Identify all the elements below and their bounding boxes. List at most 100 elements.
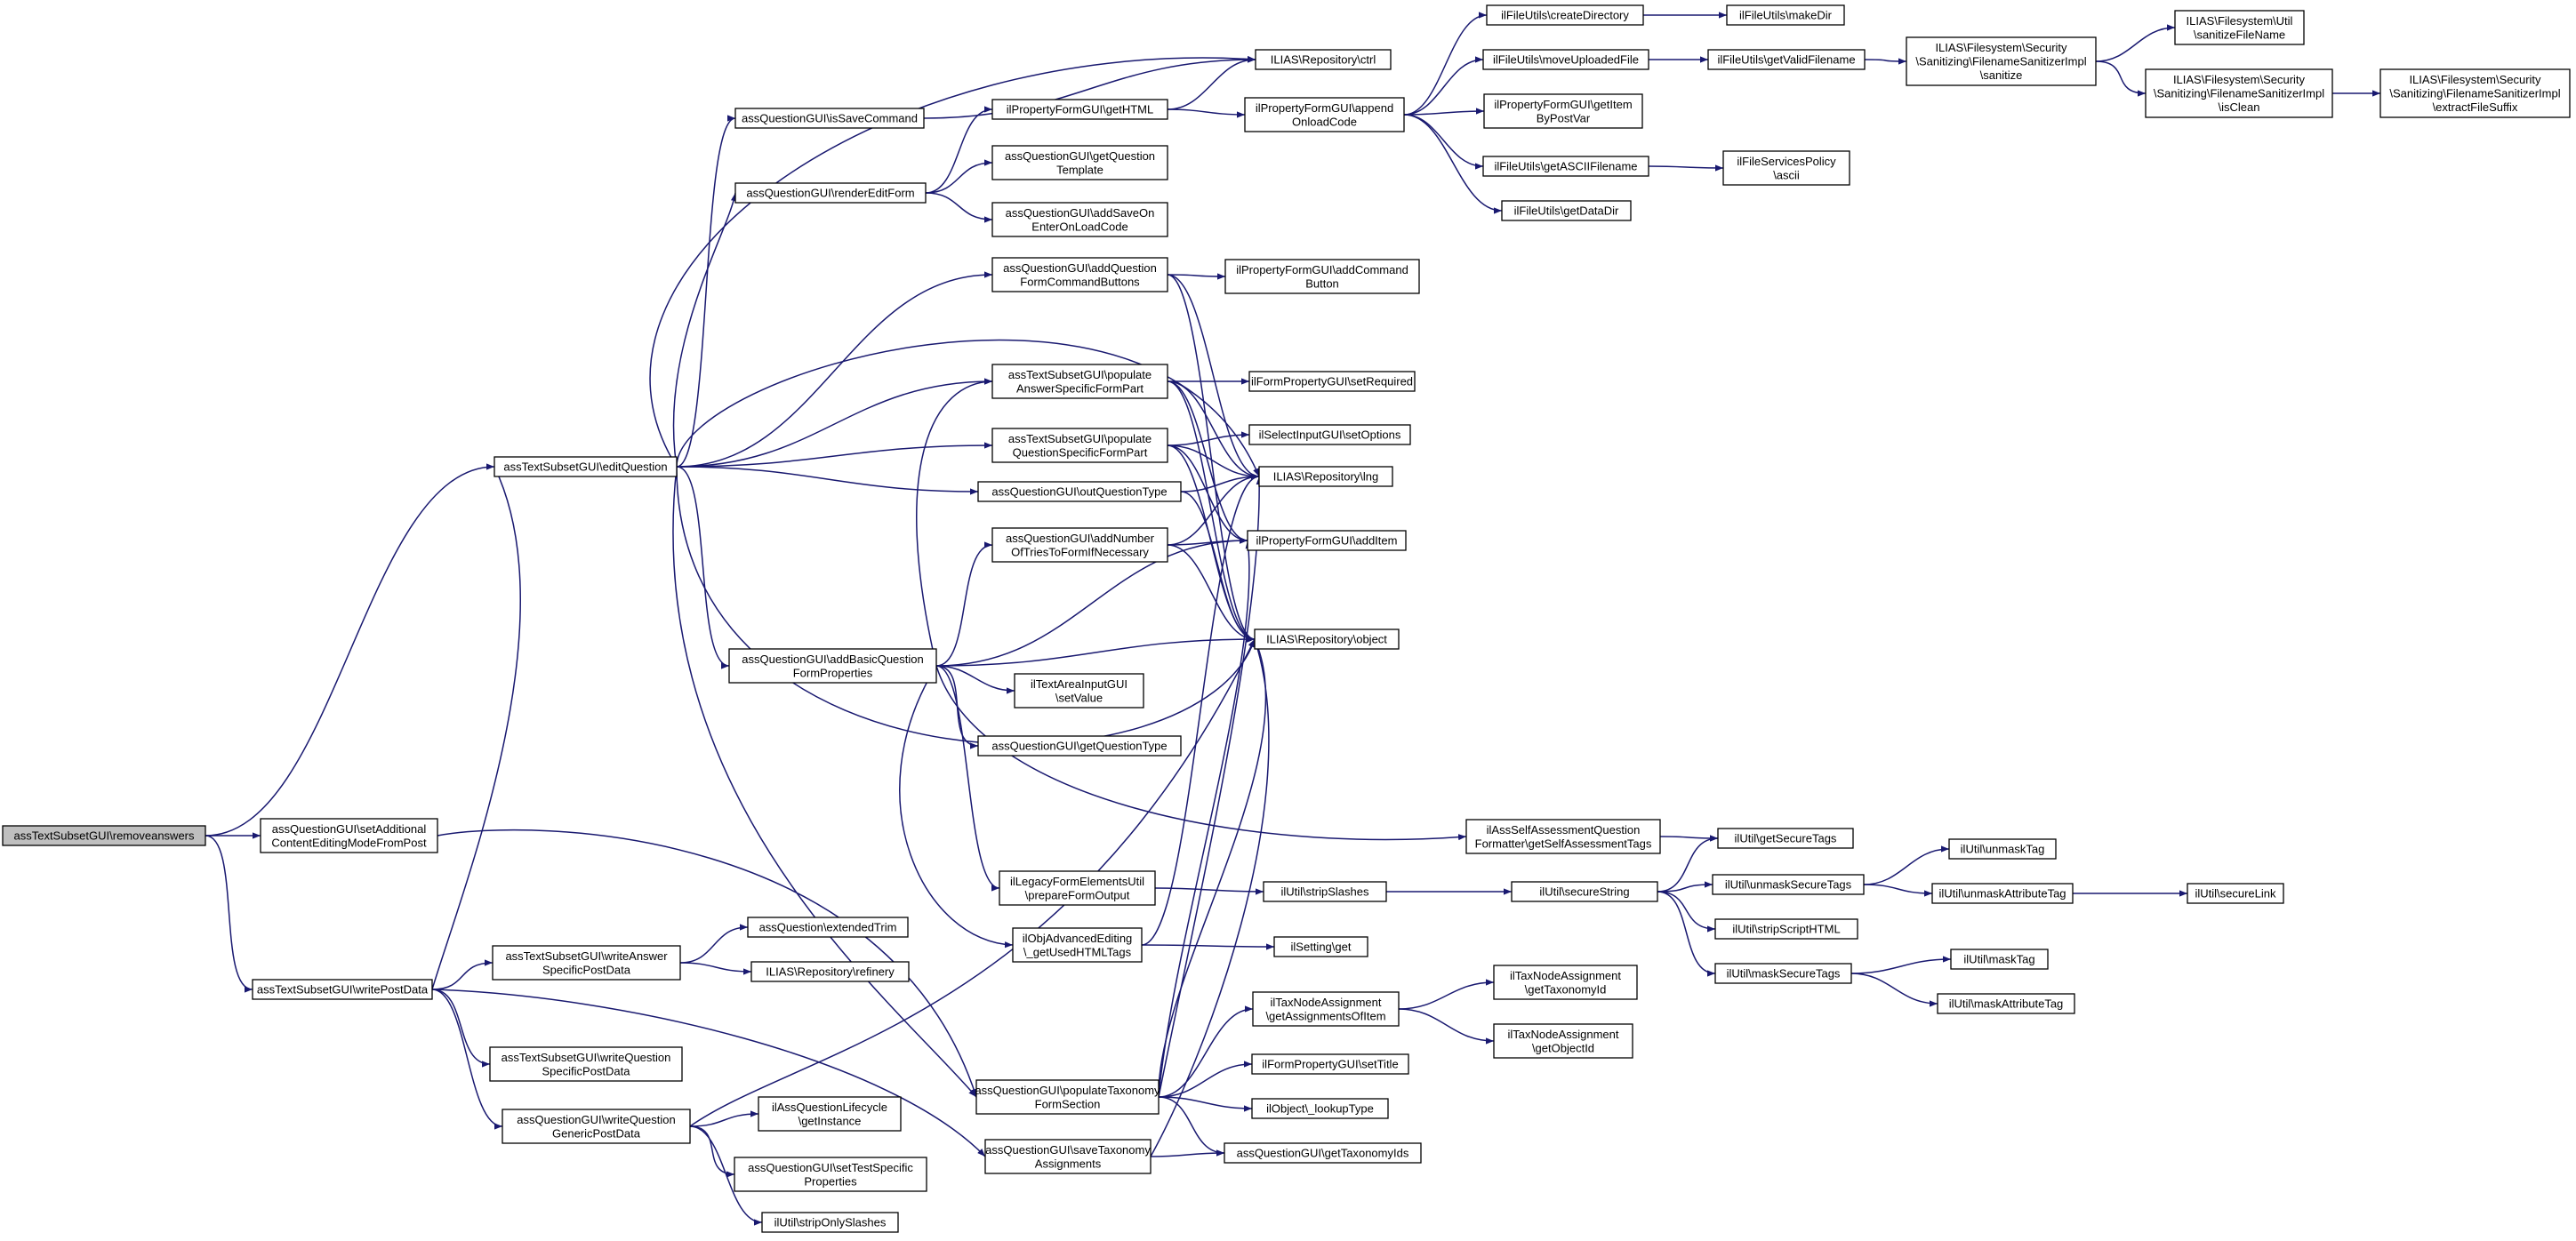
function-node-obj-advanced[interactable]: ilObjAdvancedEditing\_getUsedHTMLTags: [1012, 927, 1143, 963]
function-node-get-assignments-of-item[interactable]: ilTaxNodeAssignment\getAssignmentsOfItem: [1252, 991, 1400, 1027]
function-node-sanitize-file-name[interactable]: ILIAS\Filesystem\Util\sanitizeFileName: [2174, 10, 2305, 45]
function-node-get-taxonomy-id[interactable]: ilTaxNodeAssignment\getTaxonomyId: [1493, 965, 1638, 1000]
function-node-legacy-prepare[interactable]: ilLegacyFormElementsUtil\prepareFormOutp…: [999, 870, 1156, 906]
root-node-removeanswers[interactable]: assTextSubsetGUI\removeanswers: [2, 825, 206, 846]
call-edge-edit-question-to-pop-answer: [676, 378, 993, 468]
function-node-mask-secure-tags[interactable]: ilUtil\maskSecureTags: [1714, 963, 1852, 984]
call-edge-append-onload-to-get-data-dir: [1403, 114, 1503, 214]
function-node-write-post-data[interactable]: assTextSubsetGUI\writePostData: [252, 979, 433, 1000]
function-node-get-taxonomy-ids[interactable]: assQuestionGUI\getTaxonomyIds: [1224, 1142, 1422, 1164]
function-node-lng[interactable]: ILIAS\Repository\lng: [1258, 466, 1393, 487]
node-box: [1486, 4, 1644, 26]
function-node-get-ascii[interactable]: ilFileUtils\getASCIIFilename: [1482, 156, 1649, 177]
function-node-object[interactable]: ILIAS\Repository\object: [1254, 629, 1400, 650]
function-node-move-uploaded[interactable]: ilFileUtils\moveUploadedFile: [1482, 49, 1649, 70]
call-edge-obj-advanced-to-lng: [1141, 473, 1260, 946]
node-label-line: \prepareFormOutput: [1025, 888, 1130, 901]
call-edge-secure-string-to-unmask-secure-tags: [1657, 881, 1713, 893]
function-node-text-area-set-value[interactable]: ilTextAreaInputGUI\setValue: [1014, 673, 1144, 709]
function-node-set-options[interactable]: ilSelectInputGUI\setOptions: [1248, 424, 1411, 445]
function-node-lookup-type[interactable]: ilObject\_lookupType: [1251, 1098, 1389, 1119]
node-label-line: ilUtil\maskSecureTags: [1727, 967, 1841, 981]
function-node-extract-file-suffix[interactable]: ILIAS\Filesystem\Security\Sanitizing\Fil…: [2379, 68, 2571, 118]
function-node-add-item[interactable]: ilPropertyFormGUI\addItem: [1247, 530, 1407, 551]
node-label-line: ilTaxNodeAssignment: [1510, 969, 1621, 982]
function-node-render-edit-form[interactable]: assQuestionGUI\renderEditForm: [734, 182, 927, 204]
function-node-edit-question[interactable]: assTextSubsetGUI\editQuestion: [494, 456, 678, 477]
node-box: [1247, 530, 1407, 551]
call-edge-render-edit-form-to-add-save-on: [925, 192, 993, 223]
function-node-add-basic[interactable]: assQuestionGUI\addBasicQuestionFormPrope…: [728, 648, 937, 684]
function-node-extended-trim[interactable]: assQuestion\extendedTrim: [747, 917, 909, 938]
function-node-get-question-type[interactable]: assQuestionGUI\getQuestionType: [977, 735, 1182, 757]
function-node-unmask-secure-tags[interactable]: ilUtil\unmaskSecureTags: [1712, 874, 1865, 895]
node-label-line: ilFormPropertyGUI\setTitle: [1262, 1058, 1398, 1071]
function-node-set-title[interactable]: ilFormPropertyGUI\setTitle: [1251, 1053, 1409, 1075]
function-node-ctrl[interactable]: ILIAS\Repository\ctrl: [1255, 49, 1392, 70]
function-node-mask-attribute-tag[interactable]: ilUtil\maskAttributeTag: [1937, 993, 2075, 1014]
function-node-out-question-type[interactable]: assQuestionGUI\outQuestionType: [977, 481, 1182, 502]
node-label-line: ilUtil\getSecureTags: [1735, 832, 1837, 845]
call-edge: [1167, 273, 1226, 280]
call-edge-unmask-secure-tags-to-unmask-tag: [1863, 845, 1950, 885]
function-node-mask-tag[interactable]: ilUtil\maskTag: [1950, 949, 2049, 970]
function-node-secure-string[interactable]: ilUtil\secureString: [1511, 881, 1658, 902]
node-box: [977, 481, 1182, 502]
function-node-setting-get[interactable]: ilSetting\get: [1273, 936, 1368, 957]
call-edge-populate-taxonomy-to-object: [1158, 638, 1267, 1098]
call-edge: [1398, 1008, 1495, 1045]
call-edge: [205, 463, 495, 837]
node-box: [1248, 424, 1411, 445]
function-node-populate-taxonomy[interactable]: assQuestionGUI\populateTaxonomyFormSecti…: [975, 1079, 1160, 1115]
node-label-line: FormProperties: [793, 666, 873, 679]
function-node-strip-script-html[interactable]: ilUtil\stripScriptHTML: [1714, 918, 1858, 940]
function-node-add-cmd-buttons[interactable]: assQuestionGUI\addQuestionFormCommandBut…: [991, 257, 1168, 292]
function-node-refinery[interactable]: ILIAS\Repository\refinery: [750, 961, 910, 982]
function-node-get-valid-filename[interactable]: ilFileUtils\getValidFilename: [1707, 49, 1866, 70]
function-node-get-object-id[interactable]: ilTaxNodeAssignment\getObjectId: [1493, 1023, 1633, 1059]
function-node-self-assessment[interactable]: ilAssSelfAssessmentQuestionFormatter\get…: [1465, 819, 1661, 854]
function-node-set-additional[interactable]: assQuestionGUI\setAdditionalContentEditi…: [260, 818, 438, 853]
function-node-secure-link[interactable]: ilUtil\secureLink: [2187, 883, 2284, 904]
function-node-get-secure-tags[interactable]: ilUtil\getSecureTags: [1717, 828, 1854, 849]
node-box: [2, 825, 206, 846]
node-box: [1255, 49, 1392, 70]
function-node-set-required[interactable]: ilFormPropertyGUI\setRequired: [1248, 371, 1416, 392]
call-edge-render-edit-form-to-get-html: [925, 106, 993, 194]
function-node-add-number-tries[interactable]: assQuestionGUI\addNumberOfTriesToFormIfN…: [991, 527, 1168, 563]
node-label-line: ilPropertyFormGUI\append: [1256, 101, 1393, 115]
node-label-line: Formatter\getSelfAssessmentTags: [1475, 837, 1652, 850]
function-node-unmask-tag[interactable]: ilUtil\unmaskTag: [1948, 838, 2057, 860]
function-node-is-clean[interactable]: ILIAS\Filesystem\Security\Sanitizing\Fil…: [2145, 68, 2333, 118]
function-node-write-question-specific[interactable]: assTextSubsetGUI\writeQuestionSpecificPo…: [489, 1046, 683, 1082]
function-node-strip-slashes[interactable]: ilUtil\stripSlashes: [1263, 881, 1387, 902]
function-node-lifecycle[interactable]: ilAssQuestionLifecycle\getInstance: [758, 1096, 902, 1132]
function-node-ascii[interactable]: ilFileServicesPolicy\ascii: [1722, 150, 1850, 186]
function-node-strip-only-slashes[interactable]: ilUtil\stripOnlySlashes: [761, 1212, 899, 1233]
call-edge: [1141, 943, 1275, 950]
function-node-sanitize[interactable]: ILIAS\Filesystem\Security\Sanitizing\Fil…: [1906, 36, 2097, 86]
function-node-make-dir[interactable]: ilFileUtils\makeDir: [1726, 4, 1845, 26]
function-node-write-question-generic[interactable]: assQuestionGUI\writeQuestionGenericPostD…: [502, 1109, 691, 1144]
function-node-is-save-command[interactable]: assQuestionGUI\isSaveCommand: [734, 108, 925, 129]
node-box: [2145, 68, 2333, 118]
function-node-create-directory[interactable]: ilFileUtils\createDirectory: [1486, 4, 1644, 26]
function-node-get-data-dir[interactable]: ilFileUtils\getDataDir: [1501, 200, 1632, 221]
call-edge-self-assessment-to-get-secure-tags: [1659, 835, 1719, 842]
function-node-get-html[interactable]: ilPropertyFormGUI\getHTML: [991, 99, 1168, 120]
call-edge: [676, 466, 730, 669]
call-edge: [1657, 891, 1716, 977]
node-label-line: GenericPostData: [552, 1126, 641, 1140]
function-node-pop-question[interactable]: assTextSubsetGUI\populateQuestionSpecifi…: [991, 428, 1168, 463]
function-node-write-answer[interactable]: assTextSubsetGUI\writeAnswerSpecificPost…: [492, 945, 681, 981]
function-node-pop-answer[interactable]: assTextSubsetGUI\populateAnswerSpecificF…: [991, 364, 1168, 399]
function-node-unmask-attribute-tag[interactable]: ilUtil\unmaskAttributeTag: [1931, 883, 2074, 904]
node-label-line: ilUtil\unmaskSecureTags: [1725, 878, 1852, 892]
